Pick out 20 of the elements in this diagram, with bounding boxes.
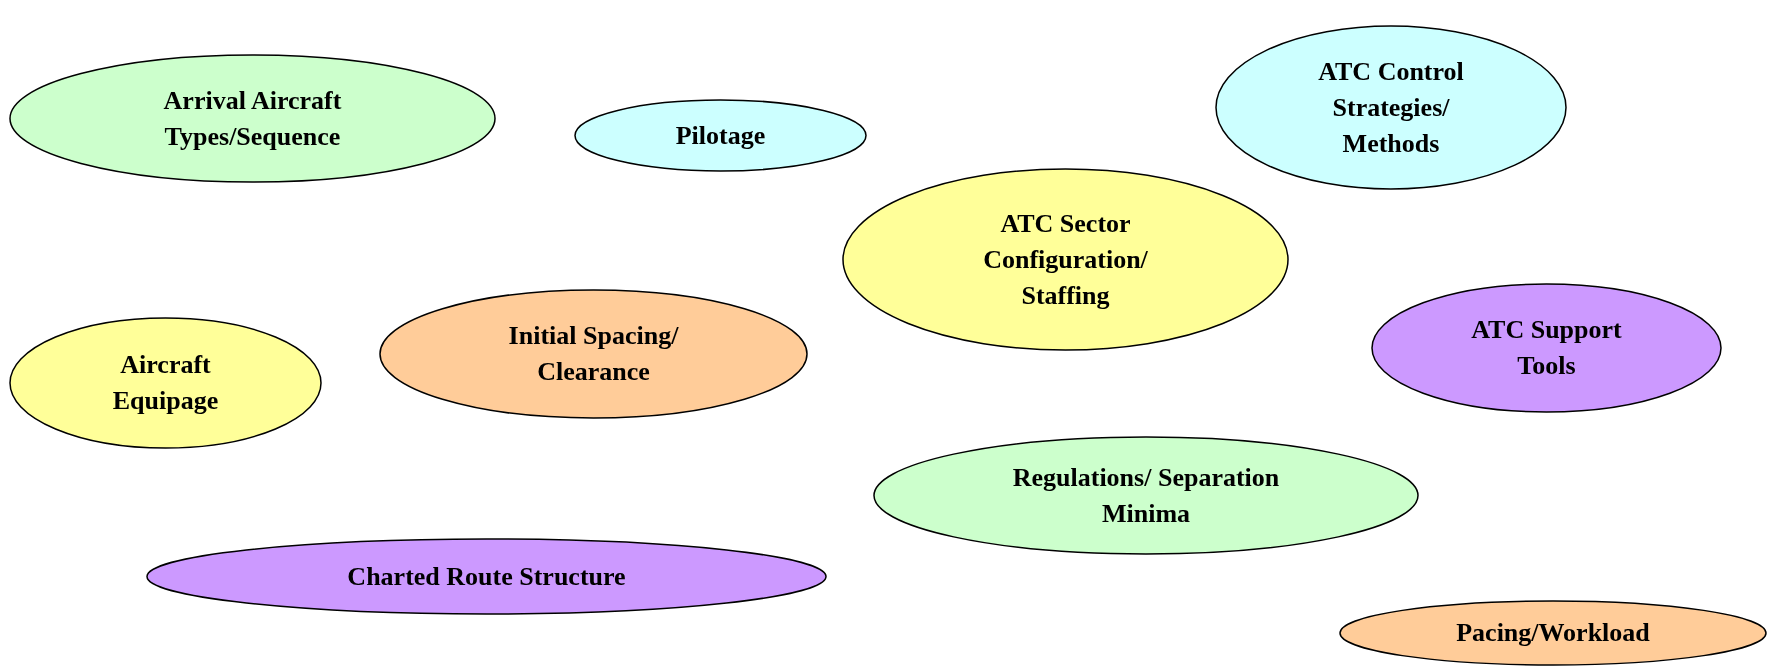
- node-label: Pacing/Workload: [1456, 617, 1650, 649]
- node-label: Aircraft Equipage: [111, 349, 220, 417]
- ellipse-node: [379, 289, 808, 419]
- ellipse-node: [146, 538, 827, 615]
- ellipse-node: [9, 317, 322, 449]
- node-label: Regulations/ Separation Minima: [1011, 461, 1281, 530]
- ellipse-node: [873, 436, 1419, 555]
- ellipse-node: [1215, 25, 1567, 190]
- ellipse-node: [1339, 600, 1767, 666]
- node-label: Initial Spacing/ Clearance: [507, 320, 680, 388]
- node-label: Arrival Aircraft Types/Sequence: [162, 84, 343, 153]
- node-label: Charted Route Structure: [347, 560, 626, 593]
- ellipse-node: [1371, 283, 1722, 413]
- ellipse-node: [574, 99, 867, 172]
- node-label: ATC Sector Configuration/ Staffing: [982, 207, 1149, 312]
- node-label: Pilotage: [675, 119, 766, 152]
- node-label: ATC Control Strategies/ Methods: [1317, 55, 1465, 160]
- node-label: ATC Support Tools: [1470, 314, 1623, 382]
- ellipse-node: [9, 54, 496, 183]
- ellipse-node: [842, 168, 1289, 351]
